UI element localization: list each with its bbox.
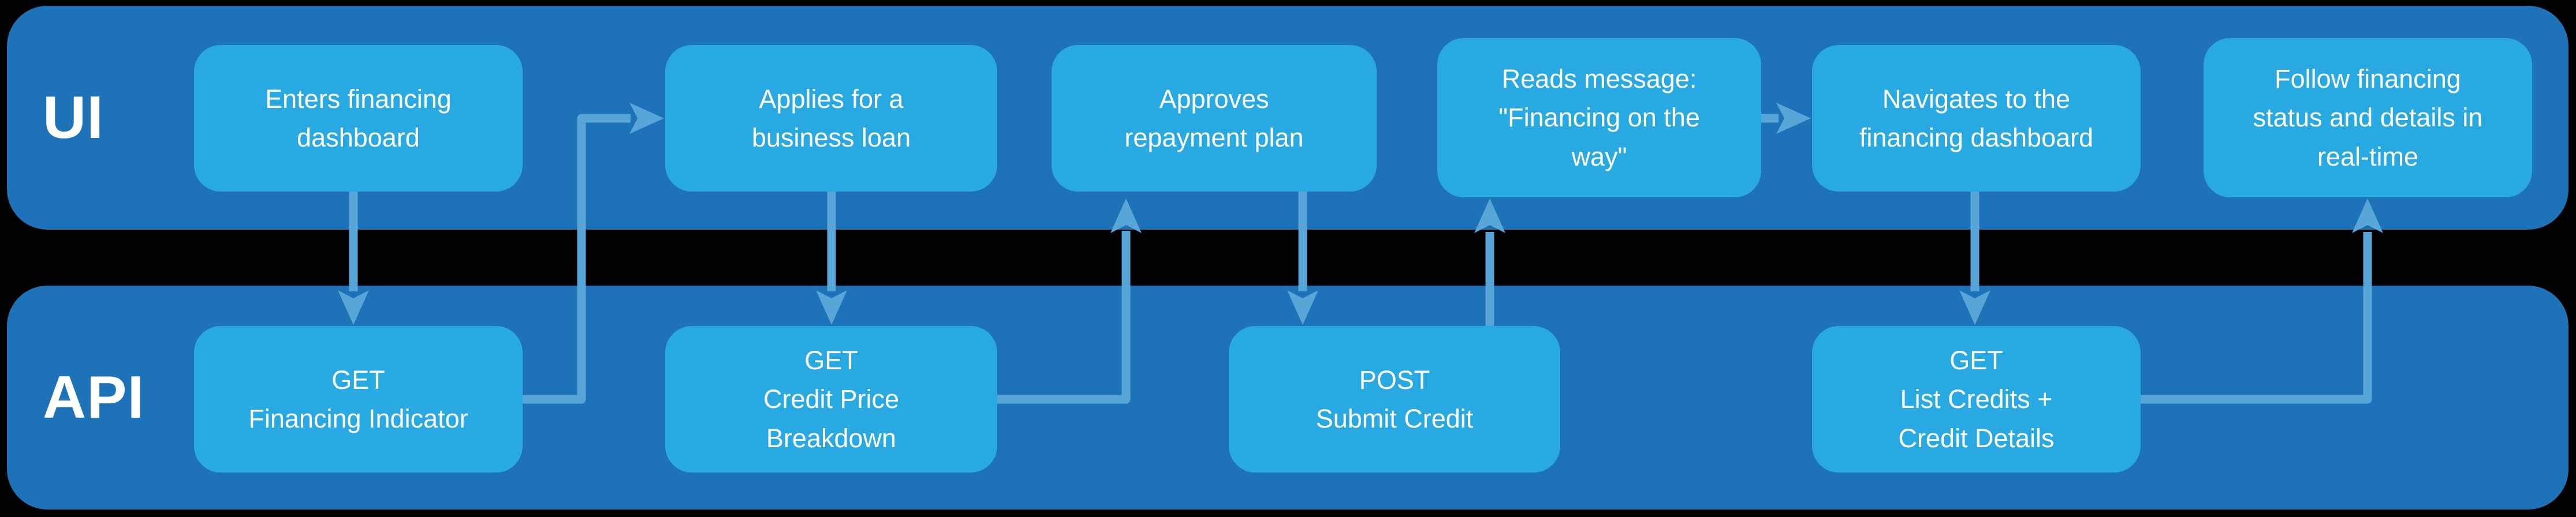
api-get-list-credits-details: GET List Credits + Credit Details xyxy=(1812,326,2141,473)
step-applies-for-business-loan: Applies for a business loan xyxy=(665,45,997,192)
api-get-financing-indicator: GET Financing Indicator xyxy=(194,326,523,473)
step-enters-financing-dashboard: Enters financing dashboard xyxy=(194,45,523,192)
lane-ui-label: UI xyxy=(43,84,104,151)
step-navigates-financing-dashboard: Navigates to the financing dashboard xyxy=(1812,45,2141,192)
api-post-submit-credit: POST Submit Credit xyxy=(1229,326,1560,473)
step-follow-financing-status: Follow financing status and details in r… xyxy=(2204,38,2532,197)
api-get-credit-price-breakdown: GET Credit Price Breakdown xyxy=(665,326,997,473)
lane-api-label: API xyxy=(43,364,145,431)
step-approves-repayment-plan: Approves repayment plan xyxy=(1052,45,1377,192)
step-reads-financing-message: Reads message: "Financing on the way" xyxy=(1437,38,1761,197)
